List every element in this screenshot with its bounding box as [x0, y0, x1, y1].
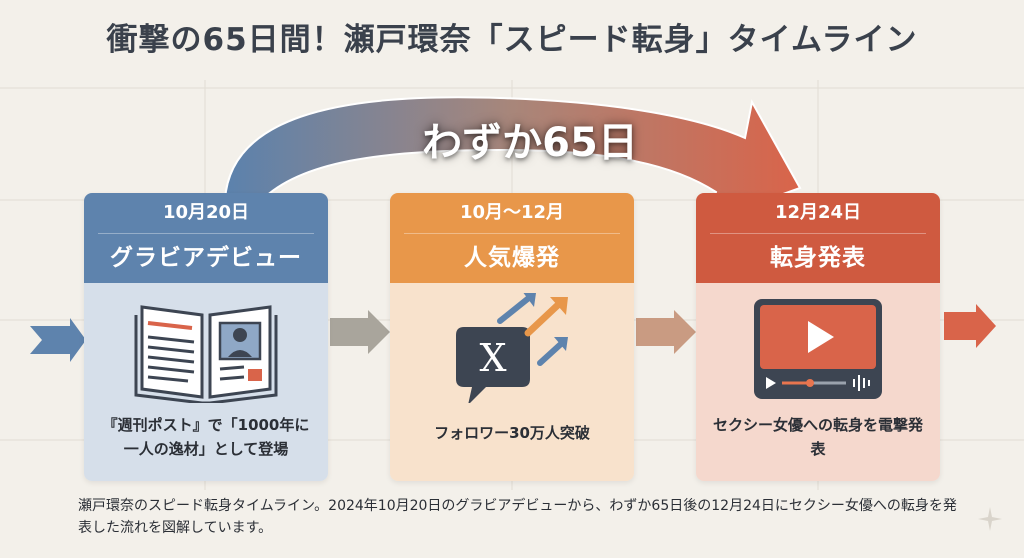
open-magazine-icon: [134, 305, 278, 403]
card-phase: グラビアデビュー: [110, 245, 302, 271]
card-phase: 転身発表: [770, 245, 866, 271]
header-divider: [710, 233, 926, 234]
header-divider: [98, 233, 314, 234]
figure-caption: 瀬戸環奈のスピード転身タイムライン。2024年10月20日のグラビアデビューから…: [78, 498, 957, 536]
card-description: セクシー女優への転身を電撃発表: [712, 416, 923, 458]
flow-arrow-end: [944, 304, 996, 348]
header-divider: [404, 233, 620, 234]
timeline-card-popularity: 10月～12月 人気爆発 X フォロワー30万人突破: [390, 193, 634, 481]
card-phase: 人気爆発: [464, 245, 560, 271]
timeline-card-announcement: 12月24日 転身発表 セクシー女優への転身を電撃発表: [696, 193, 940, 481]
card-body: X フォロワー30万人突破: [390, 283, 634, 481]
card-body: セクシー女優への転身を電撃発表: [696, 283, 940, 481]
card-header: 10月～12月 人気爆発: [390, 193, 634, 283]
sparkle-icon: [978, 507, 1002, 531]
card-header: 12月24日 転身発表: [696, 193, 940, 283]
flow-arrow-2: [636, 310, 696, 354]
x-logo-growth-icon: X: [456, 293, 568, 403]
video-player-icon: [754, 299, 882, 399]
card-description: フォロワー30万人突破: [434, 424, 590, 442]
page-title: 衝撃の65日間！瀬戸環奈「スピード転身」タイムライン: [106, 22, 918, 58]
timeline-card-debut: 10月20日 グラビアデビュー 『週刊ポスト』で: [84, 193, 328, 481]
card-header: 10月20日 グラビアデビュー: [84, 193, 328, 283]
card-body: 『週刊ポスト』で「1000年に一人の逸材」として登場: [84, 283, 328, 481]
duration-arc-arrow: [223, 96, 802, 224]
flow-arrow-start: [30, 318, 86, 362]
card-date: 10月～12月: [459, 202, 565, 223]
svg-text:X: X: [479, 336, 506, 380]
flow-arrow-1: [330, 310, 390, 354]
duration-label: わずか65日: [422, 120, 638, 166]
card-date: 10月20日: [162, 202, 250, 223]
card-date: 12月24日: [774, 202, 862, 223]
card-description: 『週刊ポスト』で「1000年に一人の逸材」として登場: [102, 416, 310, 458]
